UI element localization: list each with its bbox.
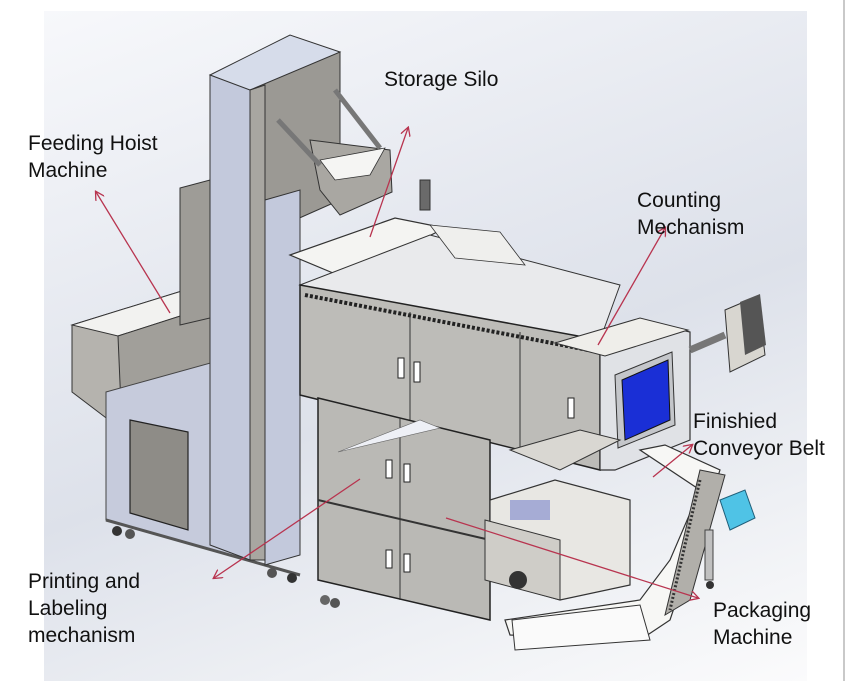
label-packaging-machine: Packaging Machine (713, 599, 812, 649)
arrow-counting-mechanism (597, 228, 665, 346)
arrow-packaging (445, 517, 698, 598)
packaging-machine (484, 429, 631, 601)
annotation-arrows (96, 128, 698, 598)
label-counting-mechanism: Counting Mechanism (637, 189, 745, 239)
page-edge-divider (843, 0, 845, 681)
label-feeding-hoist-machine: Feeding Hoist Machine (28, 132, 158, 182)
counting-machine-body (288, 179, 766, 471)
arrow-printing-labeling (214, 478, 361, 578)
arrow-conveyor-belt (652, 445, 692, 478)
label-printing-labeling-mechanism: Printing and Labeling mechanism (28, 570, 141, 647)
elevator-column (208, 34, 393, 566)
inspection-window (621, 359, 671, 441)
arrow-storage-silo (369, 128, 408, 238)
printing-labeling-cabinet (317, 397, 491, 621)
conveyor-motor (719, 489, 756, 531)
finished-conveyor-belt (504, 444, 756, 651)
arrow-feeding-hoist (96, 192, 171, 314)
label-storage-silo: Storage Silo (384, 68, 499, 91)
label-finished-conveyor-belt: Finishied Conveyor Belt (693, 410, 825, 460)
feeding-hoist-machine (70, 179, 301, 583)
